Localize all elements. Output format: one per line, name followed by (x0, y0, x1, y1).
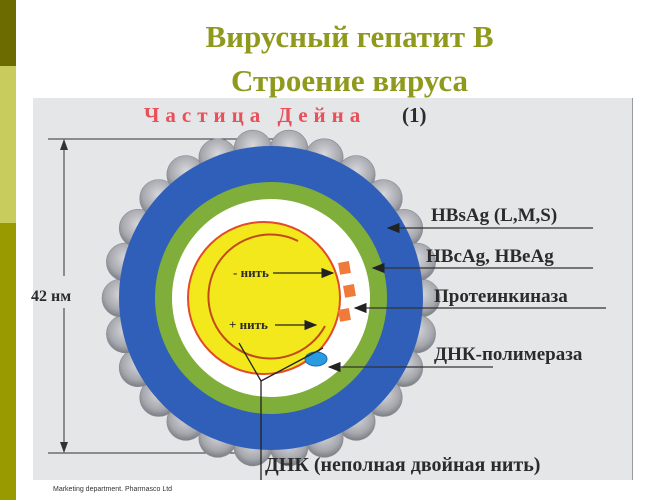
label-hbcag-hbeag: HBcAg, HBeAg (426, 246, 554, 267)
size-label: 42 нм (31, 288, 72, 305)
label-protein-kinase: Протеинкиназа (434, 286, 568, 307)
core-dna (187, 221, 341, 375)
slide-title: Вирусный гепатит В (205, 19, 494, 54)
protein-kinase-3 (338, 308, 351, 322)
dna-polymerase (304, 351, 328, 367)
heading-reference: (1) (402, 103, 427, 127)
sidebar-accent-top (0, 0, 16, 66)
dna-pointer (238, 342, 324, 480)
plus-strand-arc (207, 233, 326, 360)
label-dna: ДНК (неполная двойная нить) (265, 454, 541, 476)
plus-strand-label: + нить (229, 317, 268, 332)
protein-kinase-1 (338, 261, 351, 275)
slide-subtitle: Строение вируса (231, 63, 468, 98)
protein-kinase-2 (343, 284, 356, 298)
label-hbsag: HBsAg (L,M,S) (431, 205, 558, 226)
label-dna-polymerase: ДНК-полимераза (434, 344, 583, 365)
sidebar-accent-bottom (0, 223, 16, 500)
footer-credit: Marketing department. Pharmasco Ltd (53, 486, 173, 493)
dane-particle-heading: Частица Дейна (144, 103, 367, 127)
minus-strand-label: - нить (233, 265, 269, 280)
virus-structure-figure: Частица Дейна (1) 42 нм - нить + нить HB… (31, 98, 633, 480)
sidebar-accent-middle (0, 66, 16, 223)
virus-diagram (48, 129, 606, 480)
